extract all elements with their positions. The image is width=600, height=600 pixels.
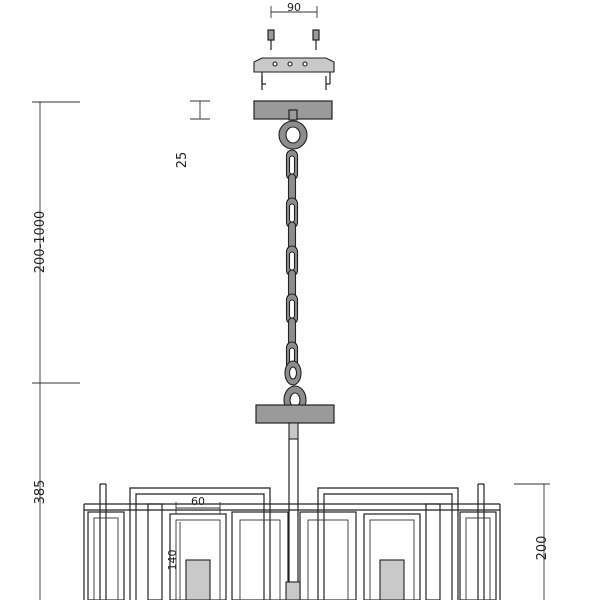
suspension-chain [285, 149, 299, 373]
body-height-label: 385 [33, 480, 48, 505]
shade-height-dimension: 140 [166, 522, 181, 600]
chain-link-hole [288, 203, 296, 223]
frame-height-label: 200 [535, 536, 550, 561]
frame-height-dimension: 200 [514, 483, 550, 600]
shade-width-dimension: 60 [175, 495, 221, 514]
canopy-height-dimension: 25 [175, 100, 210, 169]
shade-height-label: 140 [166, 550, 179, 571]
body-height-dimension: 385 [33, 383, 48, 600]
fixture-top-plate [255, 404, 335, 424]
chain-length-dimension: 200-1000 [32, 101, 80, 384]
chain-link-hole [288, 251, 296, 271]
shade-width-label: 60 [191, 495, 205, 508]
chandelier-frame [83, 483, 501, 600]
chain-link-hole [288, 299, 296, 319]
bracket-spacing-label: 90 [287, 1, 301, 14]
central-stem [288, 422, 299, 600]
mounting-screws [267, 29, 320, 50]
chain-length-label: 200-1000 [33, 211, 48, 274]
bracket-spacing-dimension: 90 [270, 1, 318, 18]
top-hook-ring [278, 109, 308, 150]
chain-link-hole [288, 155, 296, 175]
canopy-height-label: 25 [175, 152, 190, 169]
mounting-bracket [253, 57, 335, 90]
